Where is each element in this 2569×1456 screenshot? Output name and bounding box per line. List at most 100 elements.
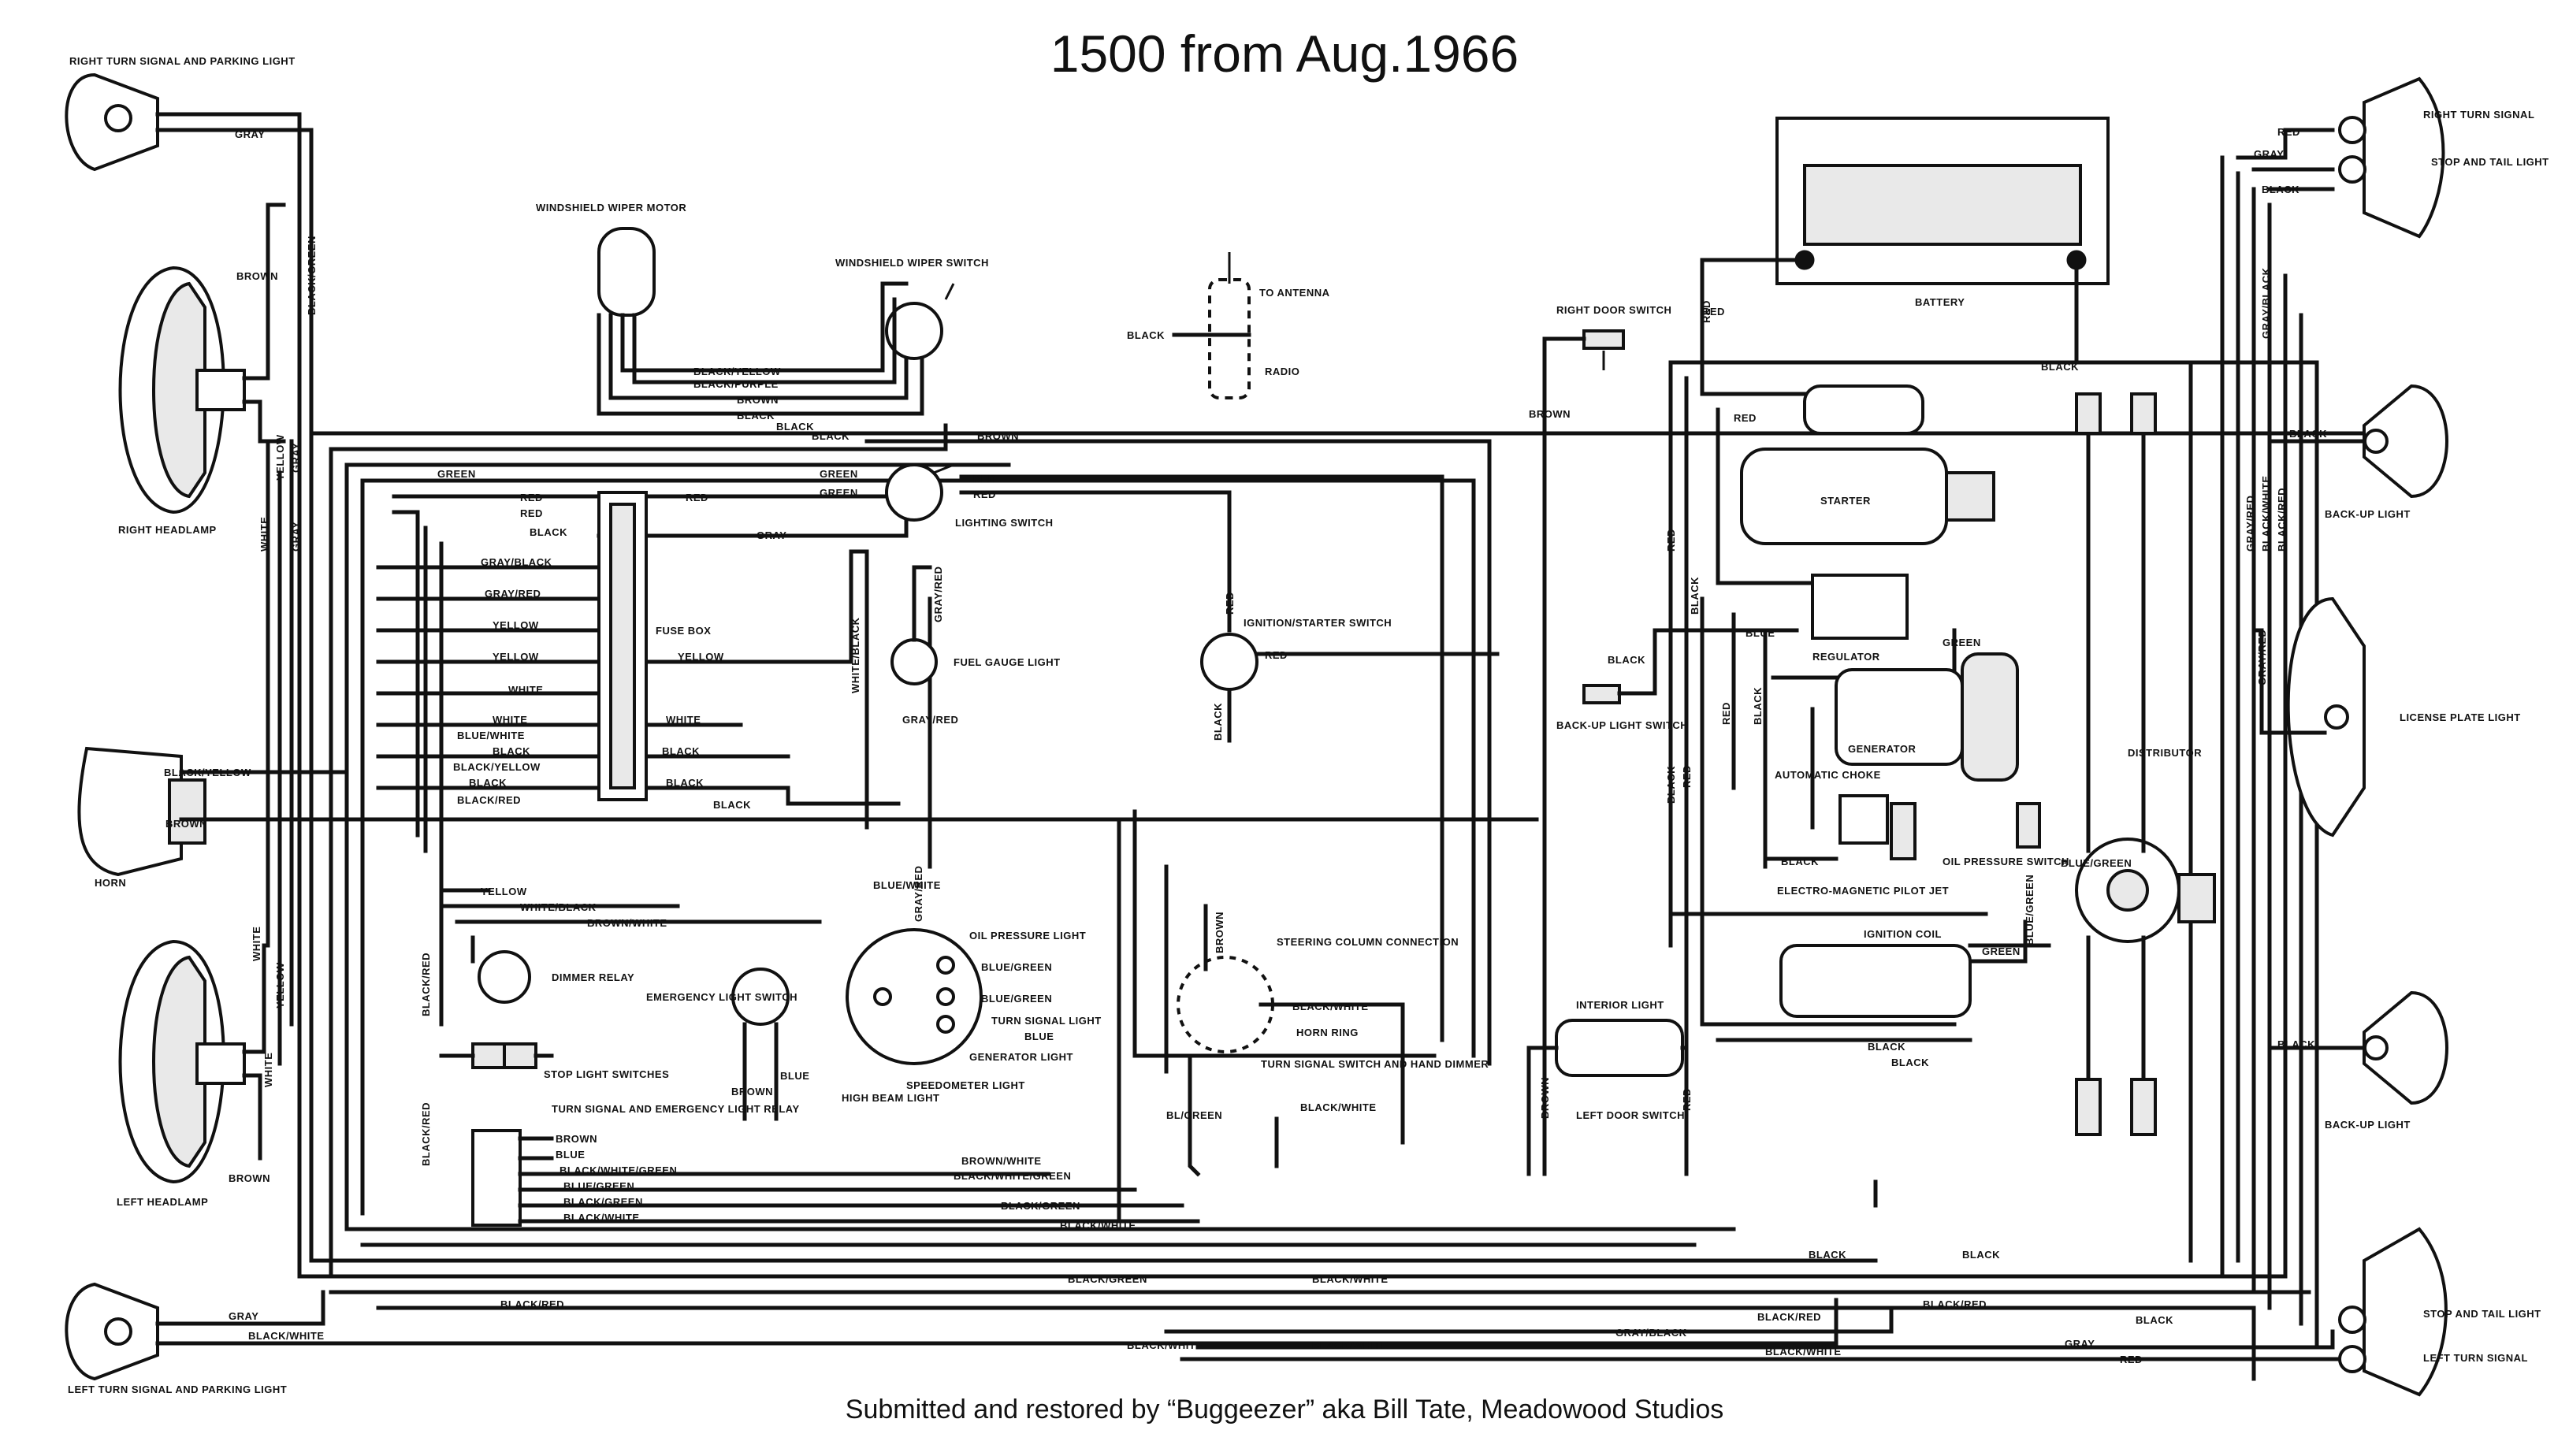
label-fuse-box: FUSE BOX — [656, 625, 711, 637]
wire-red-6: RED — [1265, 649, 1288, 661]
wire-bluewhite: BLUE/WHITE — [457, 730, 525, 741]
wire-blackyellow-2: BLACK/YELLOW — [693, 366, 781, 377]
wire-blackwhitegreen-1: BLACK/WHITE/GREEN — [560, 1164, 677, 1176]
wire-blue-2: BLUE — [556, 1149, 585, 1161]
label-speedometer-light: SPEEDOMETER LIGHT — [906, 1079, 1025, 1091]
wire-bluegreen-5: BLUE/GREEN — [2024, 875, 2035, 945]
wire-blackwhitegreen-2: BLACK/WHITE/GREEN — [954, 1170, 1071, 1182]
wire-bluegreen-3: BLUE/GREEN — [981, 993, 1052, 1005]
wire-black-14: BLACK — [1608, 654, 1645, 666]
label-license-light: LICENSE PLATE LIGHT — [2400, 711, 2521, 723]
wire-blackwhite-6: BLACK/WHITE — [1312, 1273, 1389, 1285]
wire-blackwhite-10: BLACK/WHITE — [2260, 476, 2272, 552]
wire-white-5: WHITE — [251, 927, 262, 961]
wire-green-5: GREEN — [1982, 945, 2021, 957]
label-steering-column: STEERING COLUMN CONNECTION — [1277, 936, 1459, 948]
stop-light-switches — [439, 1042, 554, 1069]
wire-blackred-3: BLACK/RED — [1757, 1311, 1821, 1323]
ignition-switch — [1200, 633, 1258, 691]
label-radio: RADIO — [1265, 366, 1299, 377]
wire-red-1: RED — [973, 473, 996, 485]
wire-red-5: RED — [520, 507, 543, 519]
starter — [1740, 384, 1995, 545]
wire-black-5: BLACK — [493, 745, 530, 757]
label-high-beam-light: HIGH BEAM LIGHT — [842, 1092, 940, 1104]
label-stop-light-switches: STOP LIGHT SWITCHES — [544, 1068, 669, 1080]
wire-yellow-4: YELLOW — [481, 886, 527, 897]
battery — [1775, 117, 2110, 285]
label-pilot-jet: ELECTRO-MAGNETIC PILOT JET — [1777, 885, 1949, 897]
label-right-door-switch: RIGHT DOOR SWITCH — [1556, 304, 1671, 316]
wire-yellow-5: YELLOW — [274, 434, 286, 481]
dash-wires — [329, 423, 1500, 1224]
distributor — [2075, 407, 2216, 1082]
label-horn: HORN — [95, 877, 126, 889]
wire-bluegreen-4: BLUE/GREEN — [2061, 857, 2132, 869]
wire-gray-2: GRAY — [229, 1310, 258, 1322]
wire-brown-7: BROWN — [1529, 408, 1571, 420]
diagram-credit: Submitted and restored by “Buggeezer” ak… — [845, 1395, 1724, 1424]
wire-blgreen: BL/GREEN — [1166, 1109, 1222, 1121]
label-turn-relay: TURN SIGNAL AND EMERGENCY LIGHT RELAY — [552, 1103, 800, 1115]
label-generator: GENERATOR — [1848, 743, 1916, 755]
label-stop-tail-right: STOP AND TAIL LIGHT — [2431, 156, 2549, 168]
license-plate-light — [2251, 596, 2366, 838]
wire-black-4: BLACK — [530, 526, 567, 538]
wire-green-2: GREEN — [820, 468, 858, 480]
wire-blackwhite-9: BLACK/WHITE — [1765, 1346, 1842, 1358]
label-turn-signal-light: TURN SIGNAL LIGHT — [991, 1015, 1102, 1027]
automatic-choke — [1838, 794, 1889, 845]
wire-yellow-3: YELLOW — [678, 651, 724, 663]
label-backup-light-1: BACK-UP LIGHT — [2325, 508, 2411, 520]
wire-yellow-1: YELLOW — [493, 619, 539, 631]
label-ignition-coil: IGNITION COIL — [1864, 928, 1942, 940]
fuel-gauge-light — [890, 565, 938, 685]
wire-brown-4: BROWN — [977, 430, 1019, 442]
wire-blackred-7: BLACK/RED — [420, 1102, 432, 1166]
wire-gray-7: GRAY — [290, 522, 302, 552]
label-wiper-switch: WINDSHIELD WIPER SWITCH — [835, 257, 989, 269]
right-door-switch — [1542, 329, 1625, 1176]
rear-right-turn-signal — [2338, 76, 2445, 239]
label-battery: BATTERY — [1915, 296, 1965, 308]
wire-black-17: BLACK — [1868, 1041, 1905, 1053]
generator — [1835, 652, 2019, 782]
wire-red-13: RED — [1665, 529, 1677, 552]
wire-black-6: BLACK — [662, 745, 700, 757]
wire-brown-horn: BROWN — [165, 818, 207, 830]
wire-black-24: BLACK — [1752, 687, 1764, 725]
wire-gray-6: GRAY — [290, 443, 302, 473]
wire-brown-9: BROWN — [1539, 1077, 1551, 1119]
wire-red-2: RED — [973, 488, 996, 500]
wire-black-radio: BLACK — [1127, 329, 1165, 341]
wire-blackwhite-1: BLACK/WHITE — [248, 1330, 325, 1342]
wire-green-4: GREEN — [1943, 637, 1981, 648]
wire-green-3: GREEN — [820, 487, 858, 499]
wire-blackpurple: BLACK/PURPLE — [693, 378, 779, 390]
label-starter: STARTER — [1820, 495, 1871, 507]
wire-black-2: BLACK — [776, 421, 814, 433]
wire-black-23: BLACK — [1689, 577, 1701, 615]
speedometer — [846, 928, 983, 1065]
wire-blackred-4: BLACK/RED — [1923, 1298, 1987, 1310]
label-generator-light: GENERATOR LIGHT — [969, 1051, 1073, 1063]
wire-red-14: RED — [1720, 702, 1732, 725]
oil-pressure-switch — [2016, 802, 2041, 849]
ignition-coil — [1779, 944, 1972, 1018]
wire-gray-1: GRAY — [235, 128, 265, 140]
wire-black-8: BLACK — [666, 777, 704, 789]
label-left-headlamp: LEFT HEADLAMP — [117, 1196, 208, 1208]
wire-red-8: RED — [1702, 306, 1725, 318]
wire-blackred-6: BLACK/RED — [420, 953, 432, 1016]
backup-light-right — [2363, 384, 2448, 499]
label-lighting-switch: LIGHTING SWITCH — [955, 517, 1054, 529]
diagram-title: 1500 from Aug.1966 — [1050, 24, 1519, 83]
label-right-front-turn: RIGHT TURN SIGNAL AND PARKING LIGHT — [69, 55, 296, 67]
left-front-turn-signal — [65, 1282, 318, 1381]
label-ignition-switch: IGNITION/STARTER SWITCH — [1244, 617, 1392, 629]
label-dimmer-relay: DIMMER RELAY — [552, 971, 634, 983]
wire-brown-2: BROWN — [229, 1172, 270, 1184]
bottom-bus — [297, 1227, 2366, 1381]
label-emergency-switch: EMERGENCY LIGHT SWITCH — [646, 991, 797, 1003]
wire-blackwhite-8: BLACK/WHITE — [1312, 1339, 1389, 1351]
